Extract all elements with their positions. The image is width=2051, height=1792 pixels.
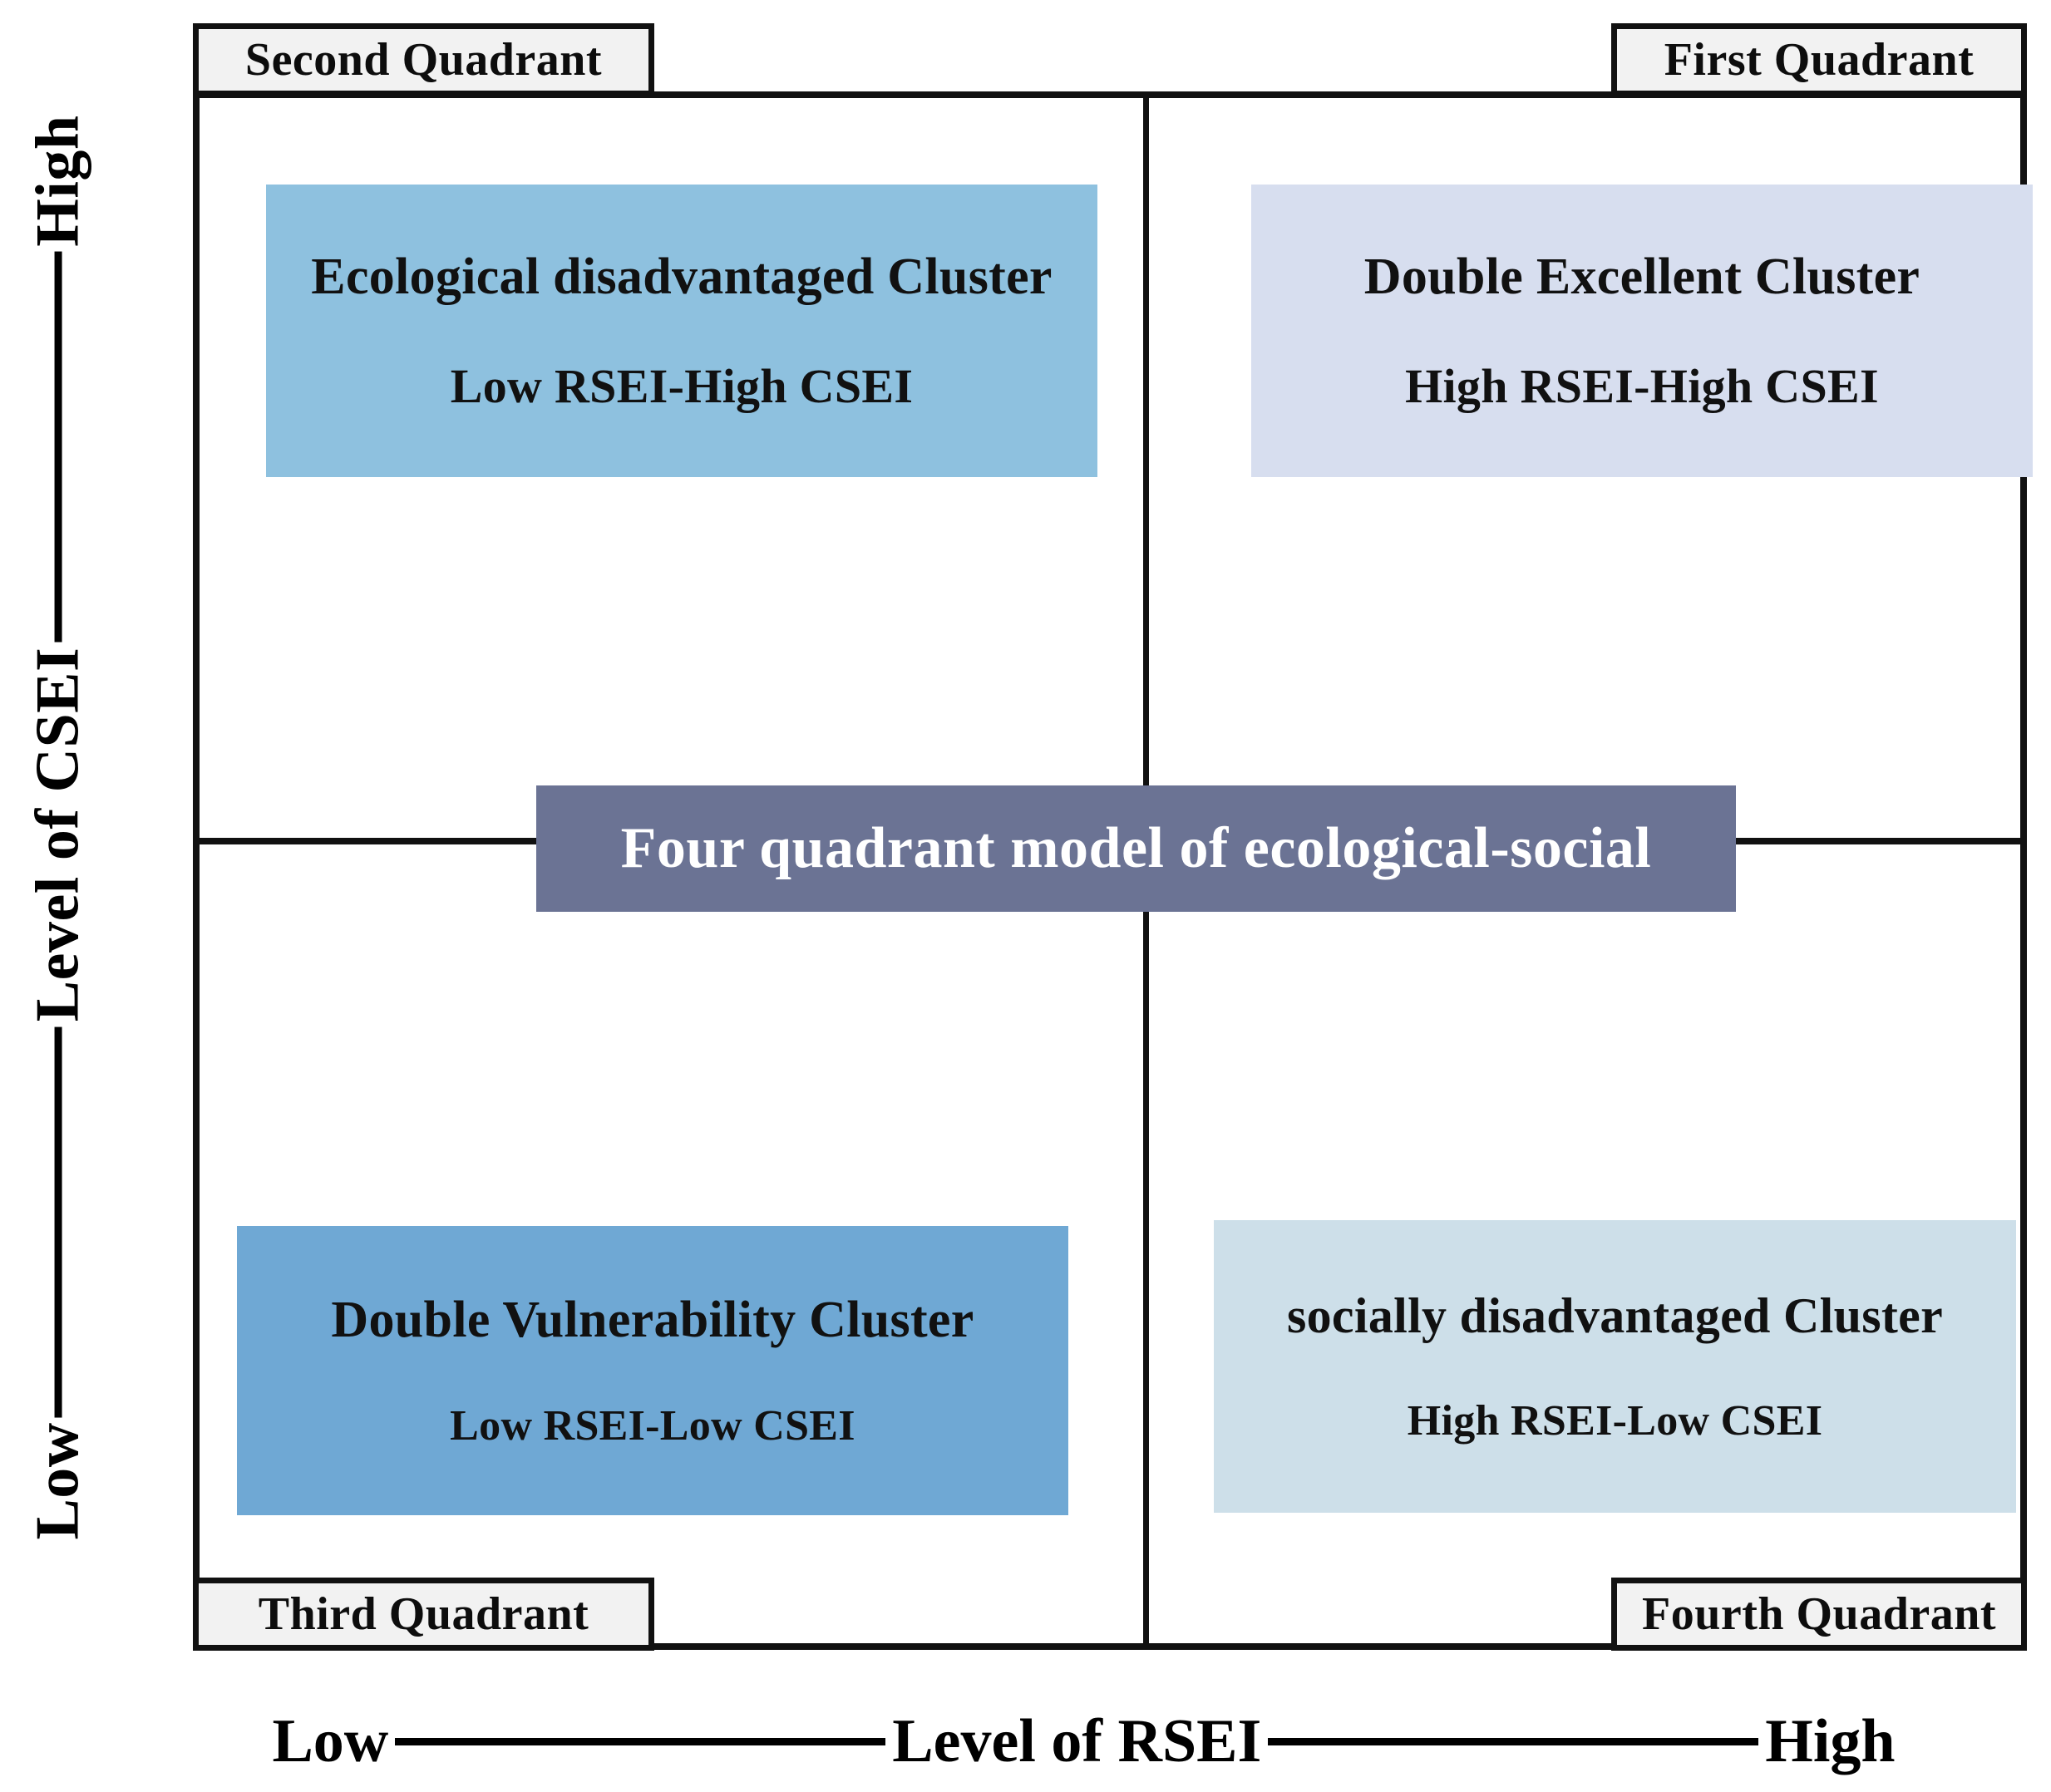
center-banner-text: Four quadrant model of ecological-social [620,816,1652,880]
y-axis-high-label: High [23,114,92,247]
cluster-subtitle: Low RSEI-High CSEI [450,359,914,413]
cluster-box-double-excellent: Double Excellent Cluster High RSEI-High … [1251,185,2033,477]
quadrant-label-second-text: Second Quadrant [244,34,603,86]
x-axis-low-label: Low [272,1706,389,1775]
quadrant-label-second: Second Quadrant [193,23,654,96]
cluster-title: socially disadvantaged Cluster [1286,1288,1944,1343]
x-axis-high-label: High [1765,1706,1896,1775]
x-axis-title: Level of RSEI [892,1706,1262,1775]
y-axis-low-label: Low [23,1421,92,1540]
quadrant-label-fourth: Fourth Quadrant [1611,1578,2027,1651]
cluster-box-ecological-disadvantaged: Ecological disadvantaged Cluster Low RSE… [266,185,1097,477]
cluster-subtitle: High RSEI-Low CSEI [1407,1397,1823,1445]
y-axis-rule-low [54,1026,62,1417]
quadrant-label-fourth-text: Fourth Quadrant [1642,1588,1996,1640]
y-axis: Low Level of CSEI High [0,0,116,1654]
x-axis-rule-low [395,1737,886,1745]
y-axis-title: Level of CSEI [23,647,92,1022]
cluster-title: Ecological disadvantaged Cluster [311,249,1053,305]
cluster-box-double-vulnerability: Double Vulnerability Cluster Low RSEI-Lo… [237,1226,1068,1515]
x-axis-rule-high [1268,1737,1759,1745]
cluster-subtitle: High RSEI-High CSEI [1405,359,1879,413]
quadrant-label-third-text: Third Quadrant [258,1588,589,1640]
cluster-title: Double Excellent Cluster [1363,249,1920,305]
quadrant-label-first-text: First Quadrant [1664,34,1975,86]
y-axis-rule-high [54,251,62,642]
y-axis-inner: Low Level of CSEI High [23,115,94,1539]
quadrant-label-first: First Quadrant [1611,23,2027,96]
quadrant-label-third: Third Quadrant [193,1578,654,1651]
x-axis: Low Level of RSEI High [116,1691,2051,1791]
cluster-subtitle: Low RSEI-Low CSEI [450,1402,855,1450]
center-banner: Four quadrant model of ecological-social [536,785,1736,912]
cluster-box-socially-disadvantaged: socially disadvantaged Cluster High RSEI… [1214,1220,2016,1513]
cluster-title: Double Vulnerability Cluster [331,1292,974,1348]
